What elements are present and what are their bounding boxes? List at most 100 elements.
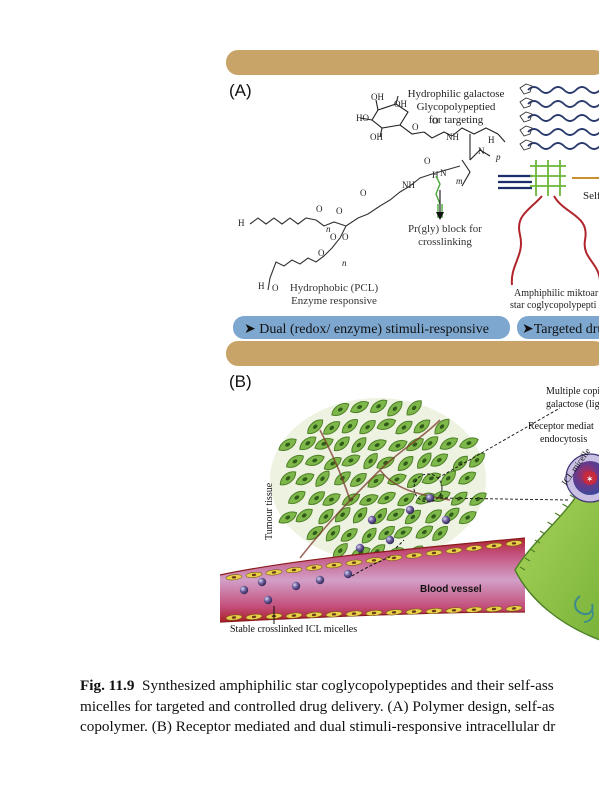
micelle xyxy=(257,577,267,587)
tumour-cell xyxy=(458,437,479,449)
tumour-cell xyxy=(286,454,304,468)
copies-label-line: galactose (lig xyxy=(546,399,599,410)
subscript: p xyxy=(495,152,501,162)
endothelial-cell xyxy=(325,562,343,569)
atom-label: O xyxy=(330,232,337,242)
micelle xyxy=(239,585,249,595)
stable-micelles-label: Stable crosslinked ICL micelles xyxy=(230,624,357,635)
stimuli-banner: ➤ Dual (redox/ enzyme) stimuli-responsiv… xyxy=(233,316,510,339)
atom-label: O xyxy=(316,204,323,214)
oh-label: OH xyxy=(370,132,383,142)
endothelial-cell xyxy=(485,542,503,549)
targeted-banner: ➤Targeted dru xyxy=(517,316,599,339)
atom-label: O xyxy=(432,116,439,126)
endothelial-cell xyxy=(365,557,383,564)
pr-gly-label: Pr(gly) block for crosslinking xyxy=(408,223,482,248)
endothelial-cell xyxy=(305,611,323,618)
receptor xyxy=(569,494,576,499)
tumour-cell xyxy=(395,420,413,435)
tumour-cell xyxy=(425,509,442,524)
tumour-cell xyxy=(295,508,313,523)
tumour-veins xyxy=(299,419,451,559)
tumour-cell xyxy=(421,436,439,451)
atom-label: NH xyxy=(446,132,459,142)
tumour-tissue-label: Tumour tissue xyxy=(264,482,275,540)
caption-line-1: Fig. 11.9 Synthesized amphiphilic star c… xyxy=(80,676,599,697)
atom-label: O xyxy=(360,188,367,198)
endothelial-cell xyxy=(365,609,383,617)
tumour-cell xyxy=(387,401,403,417)
galactose-label: Hydrophilic galactose Glycopolypeptied f… xyxy=(408,88,505,126)
sugar-pendants xyxy=(519,83,533,151)
tumour-cell xyxy=(299,436,317,451)
endothelial-cell xyxy=(505,540,523,547)
tumour-cell xyxy=(439,437,459,450)
micelle-path-arrows xyxy=(351,539,405,577)
tumour-cell xyxy=(278,511,298,524)
micelle xyxy=(315,575,325,585)
tumour-cell xyxy=(406,400,422,416)
receptor xyxy=(519,566,526,571)
oh-label: OH xyxy=(371,92,384,102)
micelle xyxy=(343,569,353,579)
caption-text: Synthesized amphiphilic star coglycopoly… xyxy=(142,677,554,694)
tumour-cell xyxy=(377,491,397,505)
endothelial-cell xyxy=(225,574,243,581)
blood-vessel xyxy=(219,537,526,623)
pcl-label-line: Hydrophobic (PCL) xyxy=(290,282,379,294)
endosome-shape xyxy=(574,595,594,616)
tumour-cell xyxy=(323,421,341,435)
galactose-label-line: Glycopolypeptied xyxy=(417,101,496,113)
tumour-cell xyxy=(361,527,377,544)
pr-gly-label-line: Pr(gly) block for xyxy=(408,223,482,235)
tumour-cell xyxy=(341,454,361,467)
micelle xyxy=(355,543,365,553)
tumour-cell xyxy=(359,420,376,435)
glyco-arm-coils xyxy=(527,86,599,150)
tumour-cell xyxy=(350,401,370,414)
tumour-cells xyxy=(278,399,487,561)
receptor-label-line: endocytosis xyxy=(540,434,587,445)
tumour-cell xyxy=(295,473,315,486)
tumour-cell xyxy=(406,438,424,452)
tumour-cell xyxy=(359,494,379,506)
atom-label: NH xyxy=(402,180,415,190)
pcl-label-line: Enzyme responsive xyxy=(291,295,377,307)
atom-label: H xyxy=(432,170,439,180)
atom-label: O xyxy=(318,248,325,258)
subscript: m xyxy=(456,176,463,186)
endothelial-cell xyxy=(465,545,483,552)
panel-b-label: (B) xyxy=(229,372,252,391)
endothelial-cells xyxy=(225,540,523,621)
endothelial-cell xyxy=(285,612,303,619)
blood-vessel-label: Blood vessel xyxy=(420,584,482,595)
atom-label: O xyxy=(336,206,343,216)
galactose-ring-structure xyxy=(359,95,506,187)
tumour-cell xyxy=(415,525,434,539)
caption-fig-label: Fig. 11.9 xyxy=(80,677,135,694)
receptor xyxy=(534,539,541,544)
subscripts: p m n n xyxy=(326,152,501,268)
cell-surface-receptors xyxy=(519,494,576,571)
tumour-cell xyxy=(323,457,342,470)
receptor xyxy=(554,512,561,517)
micelle xyxy=(405,505,415,515)
endosome-shape xyxy=(583,609,594,623)
endothelial-cell xyxy=(325,611,343,618)
receptor xyxy=(524,557,531,562)
stimuli-banner-text: ➤ Dual (redox/ enzyme) stimuli-responsiv… xyxy=(244,322,489,337)
micelle xyxy=(425,493,435,503)
endothelial-cell xyxy=(285,566,303,574)
galactose-label-line: for targeting xyxy=(429,114,484,126)
panel-a-label: (A) xyxy=(229,81,252,100)
tumour-cell xyxy=(351,437,367,453)
tumour-cell xyxy=(458,511,477,525)
tumour-cell xyxy=(430,453,449,467)
endothelial-cell xyxy=(405,552,423,559)
tumour-cell xyxy=(304,454,325,466)
copies-label: Multiple copi galactose (lig xyxy=(546,386,599,410)
panel-a-top-band xyxy=(226,50,599,75)
endothelial-cell xyxy=(345,559,363,566)
stimuli-banner-label: Dual (redox/ enzyme) stimuli-responsive xyxy=(259,322,489,337)
tumour-cell xyxy=(378,525,395,540)
